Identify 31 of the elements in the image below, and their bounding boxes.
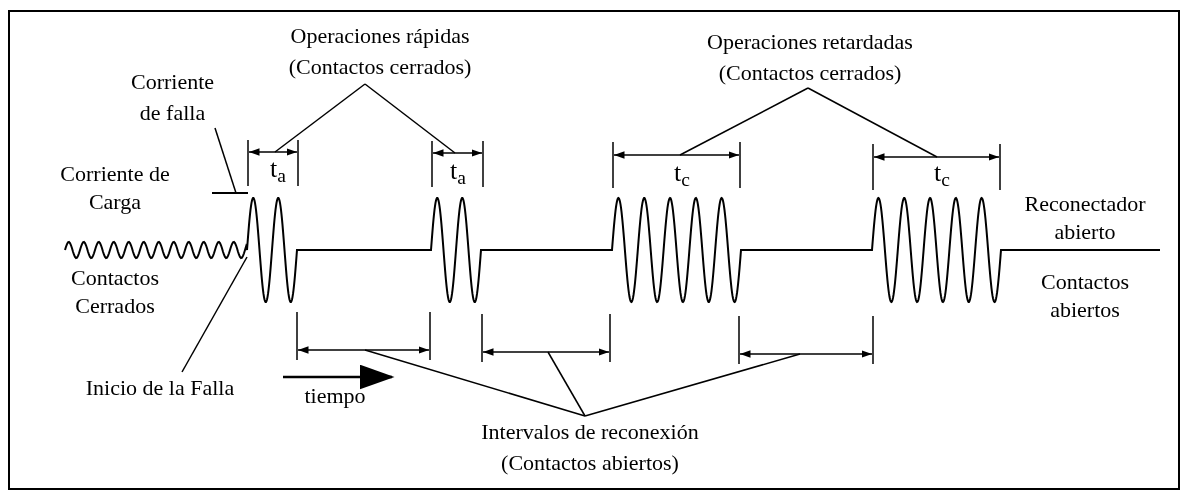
- leader-line: [364, 83, 456, 154]
- dimension-line: [296, 311, 431, 361]
- leader-line: [679, 87, 809, 156]
- time-symbol: t$_{a}$: [269, 154, 287, 184]
- dimension-line: [612, 141, 741, 189]
- leader-line: [214, 127, 237, 194]
- annotation-text: Reconectador abierto: [1023, 190, 1147, 246]
- dimension-line: [738, 315, 874, 365]
- time-symbol: t$_{c}$: [673, 158, 691, 188]
- leader-line: [364, 349, 586, 417]
- time-symbol: t$_{c}$: [933, 158, 951, 188]
- annotation-text: Corriente de Carga: [59, 160, 171, 216]
- time-symbol: t$_{a}$: [449, 156, 467, 186]
- annotation-text: Operaciones rápidas (Contactos cerrados): [287, 22, 473, 81]
- dimension-line: [481, 313, 611, 363]
- annotation-text: Operaciones retardadas (Contactos cerrados): [706, 28, 914, 87]
- annotation-text: Contactos abiertos: [1040, 268, 1130, 324]
- leader-line: [584, 353, 801, 417]
- annotation-text: Inicio de la Falla: [84, 374, 236, 402]
- level-mark: [211, 192, 249, 194]
- leader-line: [807, 87, 938, 158]
- annotation-text: Corriente de falla: [129, 68, 216, 127]
- dimension-line: [872, 143, 1001, 191]
- leader-line: [547, 351, 586, 417]
- annotation-text: Intervalos de reconexión (Contactos abiertos): [480, 418, 700, 477]
- annotation-text: Contactos Cerrados: [70, 264, 160, 320]
- leader-line: [181, 256, 248, 373]
- dimension-line: [247, 139, 299, 187]
- dimension-line: [431, 140, 484, 188]
- leader-line: [274, 83, 366, 153]
- annotation-text: tiempo: [303, 382, 367, 410]
